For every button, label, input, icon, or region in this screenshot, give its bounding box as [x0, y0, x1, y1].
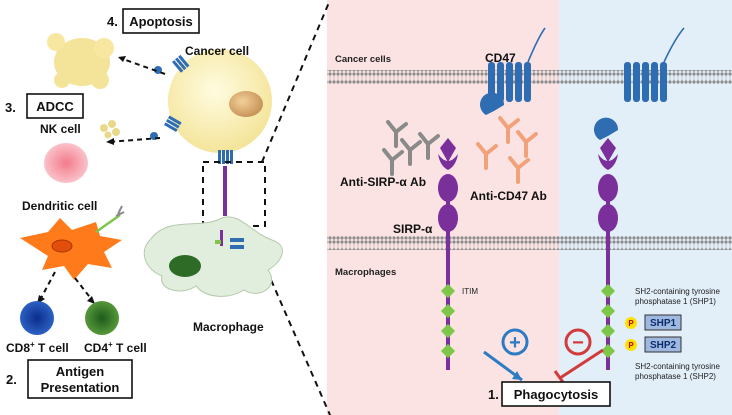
anti-sirpa-antibodies — [382, 120, 440, 176]
dendritic-cell-label: Dendritic cell — [22, 199, 97, 213]
small-cd47-bound-1 — [154, 66, 162, 74]
plus-circle — [501, 328, 529, 356]
nk-cell — [44, 143, 88, 183]
cd8-label: CD8+ T cell — [6, 340, 69, 355]
anti-cd47-antibodies — [476, 116, 538, 184]
cancer-cells-label: Cancer cells — [335, 54, 391, 65]
sirpa-receptor-left — [438, 138, 458, 370]
cancer-cell-label: Cancer cell — [185, 44, 249, 58]
dendritic-nucleus — [51, 239, 73, 253]
arrow-to-cd4 — [74, 277, 93, 301]
antigen-number: 2. — [6, 372, 17, 387]
cancer-nucleus — [229, 91, 263, 117]
cd47-label: CD47 — [485, 51, 516, 65]
macrophage-membrane — [327, 236, 732, 250]
shp1-desc-line1: SH2-containing tyrosine — [635, 287, 720, 296]
detail-panel: Cancer cells Macrophages CD47 — [327, 0, 732, 415]
macrophage-label: Macrophage — [193, 320, 264, 334]
phospho-marker-1 — [625, 317, 637, 329]
zoom-line-bottom — [257, 249, 331, 415]
shp2-desc-line1: SH2-containing tyrosine — [635, 362, 720, 371]
shp1-box — [644, 314, 682, 331]
macrophage-cell — [143, 216, 283, 297]
apoptosis-box — [122, 8, 200, 34]
cancer-cell — [168, 49, 272, 153]
apoptosis-label: Apoptosis — [129, 14, 193, 29]
phospho-label-1: P — [628, 319, 634, 328]
plus-symbol: + — [509, 332, 521, 354]
sirpa-label: SIRP-α — [393, 222, 433, 236]
cd8-t-cell — [20, 301, 54, 335]
phagocytosis-number: 1. — [488, 387, 499, 402]
sirpa-receptor-right — [598, 138, 618, 370]
nk-cell-label: NK cell — [40, 122, 81, 136]
small-sirpa — [223, 166, 227, 216]
phospho-marker-2 — [625, 339, 637, 351]
shp1-desc-line2: phosphatase 1 (SHP1) — [635, 297, 716, 306]
arrow-to-apoptosis — [119, 57, 166, 75]
dc-antibody — [115, 205, 125, 217]
anti-sirpa-label: Anti-SIRP-α Ab — [340, 175, 426, 189]
antigen-label-line1: Antigen — [56, 364, 104, 379]
cd4-label: CD4+ T cell — [84, 340, 147, 355]
cd4-t-cell — [85, 301, 119, 335]
antigen-box — [27, 359, 133, 399]
anti-cd47-label: Anti-CD47 Ab — [470, 189, 547, 203]
shp1-label: SHP1 — [650, 318, 677, 329]
cd47-receptor-right — [594, 27, 685, 140]
antigen-label-line2: Presentation — [41, 380, 120, 395]
inhibition-line — [559, 348, 604, 380]
phagocytosis-box — [501, 381, 611, 407]
macrophage-receptors — [215, 230, 244, 249]
minus-symbol: − — [572, 332, 584, 354]
adcc-label: ADCC — [36, 99, 74, 114]
activation-arrowhead — [512, 371, 522, 380]
minus-circle — [564, 328, 592, 356]
adcc-number: 3. — [5, 100, 16, 115]
arrow-to-cd8 — [39, 271, 56, 301]
phospho-label-2: P — [628, 341, 634, 350]
granules — [100, 120, 120, 139]
adcc-box — [26, 93, 84, 119]
apoptotic-cell — [47, 33, 114, 89]
zoom-line-top — [261, 0, 331, 163]
macrophages-label: Macrophages — [335, 267, 396, 278]
shp2-box — [644, 336, 682, 353]
dc-mhc — [95, 213, 121, 234]
shp2-desc-line2: phosphatase 1 (SHP2) — [635, 372, 716, 381]
apoptosis-number: 4. — [107, 14, 118, 29]
cancer-receptors — [164, 54, 233, 164]
macrophage-nucleus — [169, 255, 201, 277]
cd47-receptor-left — [480, 27, 546, 115]
zoom-box — [202, 161, 266, 227]
overview-panel: 4. Apoptosis 3. ADCC NK cell Cancer cell — [5, 8, 283, 399]
shp2-label: SHP2 — [650, 340, 677, 351]
phagocytosis-label: Phagocytosis — [514, 387, 599, 402]
itim-label: ITIM — [462, 287, 478, 296]
